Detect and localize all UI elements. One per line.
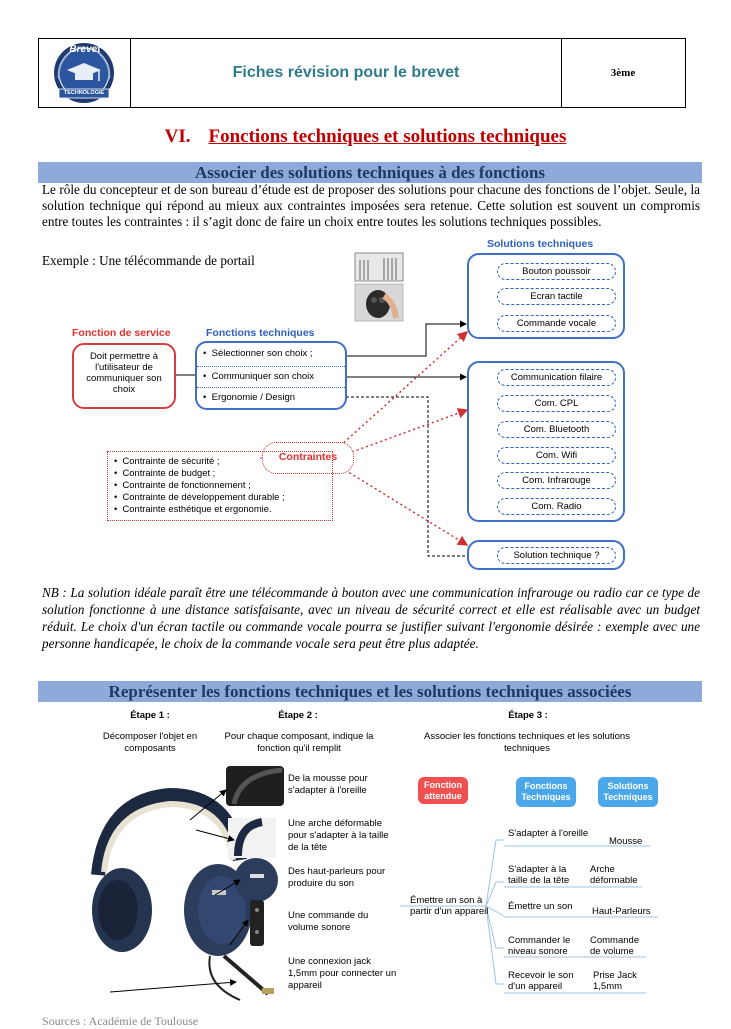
step-2-desc: Pour chaque composant, indique la foncti… — [224, 731, 374, 754]
map-st-4: Commande de volume — [590, 935, 640, 957]
contrainte-text: Contrainte esthétique et ergonomie. — [122, 503, 272, 514]
step-3-desc: Associer les fonctions techniques et les… — [424, 731, 630, 754]
headphones-illustration — [91, 766, 284, 1001]
mindmap-connectors — [400, 839, 658, 994]
solution-ecran-tactile: Ecran tactile — [497, 288, 616, 305]
map-ft-4: Commander le niveau sonore — [508, 935, 571, 957]
solution-com-filaire: Communication filaire — [497, 369, 616, 386]
ft-item-2: • Communiquer son choix — [203, 371, 315, 382]
solutions-techniques-label: Solutions techniques — [487, 238, 594, 250]
step-3-title: Étape 3 : — [508, 710, 548, 721]
logo-text-top: Brevet — [69, 44, 101, 55]
contrainte-item: • Contrainte de budget ; — [114, 467, 216, 478]
ft-item-1: • Sélectionner son choix ; — [203, 348, 313, 359]
map-header-fonction: Fonction attendue — [418, 777, 468, 804]
contraintes-items: • Contrainte de sécurité ; • Contrainte … — [114, 455, 285, 515]
ft-item-2-text: Communiquer son choix — [211, 371, 315, 382]
solution-bouton-poussoir: Bouton poussoir — [497, 263, 616, 280]
fonction-service-box: Doit permettre à l'utilisateur de commun… — [72, 343, 176, 409]
map-ft-5: Recevoir le son d'un appareil — [508, 970, 574, 992]
contraintes-bubble: Contraintes — [262, 442, 354, 474]
solution-com-infrarouge: Com. Infrarouge — [497, 472, 616, 489]
band-part2: Représenter les fonctions techniques et … — [38, 681, 702, 702]
source-credit: Sources : Académie de Toulouse — [42, 1014, 199, 1028]
fonction-service-label: Fonction de service — [72, 327, 171, 339]
contraintes-list: • Contrainte de sécurité ; • Contrainte … — [107, 451, 333, 521]
map-header-techniques: Fonctions Techniques — [516, 777, 576, 807]
section-number: VI. — [164, 126, 191, 147]
component-2: Une arche déformable pour s'adapter à la… — [288, 818, 389, 853]
solution-question: Solution technique ? — [497, 547, 616, 564]
logo-cell: Brevet TECHNOLOGIE — [39, 39, 131, 107]
fonction-service-text: Doit permettre à l'utilisateur de commun… — [86, 351, 162, 395]
component-3: Des haut-parleurs pour produire du son — [288, 866, 386, 889]
band-part1: Associer des solutions techniques à des … — [38, 162, 702, 183]
component-5: Une connexion jack 1,5mm pour connecter … — [288, 956, 397, 991]
contrainte-item: • Contrainte de sécurité ; — [114, 455, 220, 466]
step-1-desc: Décomposer l'objet en composants — [102, 731, 198, 754]
solution-com-cpl: Com. CPL — [497, 395, 616, 412]
map-ft-3: Émettre un son — [508, 901, 573, 912]
fonctions-techniques-box: • Sélectionner son choix ; • Communiquer… — [195, 341, 347, 410]
intro-paragraph: Le rôle du concepteur et de son bureau d… — [42, 182, 700, 229]
fonctions-techniques-label: Fonctions techniques — [206, 327, 315, 339]
contraintes-label: Contraintes — [278, 451, 338, 463]
contrainte-item: • Contrainte de développement durable ; — [114, 491, 285, 502]
solution-com-wifi: Com. Wifi — [497, 447, 616, 464]
brevet-logo — [54, 43, 114, 103]
solution-commande-vocale: Commande vocale — [497, 315, 616, 332]
contrainte-item: • Contrainte de fonctionnement ; — [114, 479, 251, 490]
map-st-1: Mousse — [609, 836, 643, 847]
remote-control-image — [354, 252, 404, 322]
component-4: Une commande du volume sonore — [288, 910, 369, 933]
ft-item-3: • Ergonomie / Design — [203, 392, 296, 403]
level-label: 3ème — [610, 67, 636, 79]
map-st-2: Arche déformable — [590, 864, 638, 886]
map-ft-2: S'adapter à la taille de la tête — [508, 864, 570, 886]
solution-com-bluetooth: Com. Bluetooth — [497, 421, 616, 438]
ft-item-3-text: Ergonomie / Design — [211, 392, 296, 403]
section-title-text: Fonctions techniques et solutions techni… — [208, 126, 567, 147]
map-header-solutions: Solutions Techniques — [598, 777, 658, 807]
map-ft-1: S'adapter à l'oreille — [508, 828, 589, 839]
header-title: Fiches révision pour le brevet — [232, 64, 460, 81]
section-title: VI. Fonctions techniques et solutions tec… — [0, 126, 731, 148]
contrainte-text: Contrainte de budget ; — [122, 467, 216, 478]
step-2-title: Étape 2 : — [278, 710, 318, 721]
ft-item-1-text: Sélectionner son choix ; — [211, 348, 313, 359]
nb-paragraph: NB : La solution idéale paraît être une … — [42, 585, 700, 651]
level-cell: 3ème — [561, 39, 685, 107]
header-table: Brevet TECHNOLOGIE Fiches révision pour … — [38, 38, 686, 108]
step-1-title: Étape 1 : — [130, 710, 170, 721]
solution-com-radio: Com. Radio — [497, 498, 616, 515]
remote-control-icon — [354, 252, 404, 322]
contrainte-text: Contrainte de fonctionnement ; — [122, 479, 251, 490]
contrainte-text: Contrainte de sécurité ; — [122, 455, 220, 466]
map-root: Émettre un son à partir d'un appareil — [410, 895, 489, 917]
ft-divider-1 — [197, 366, 345, 367]
component-1: De la mousse pour s'adapter à l'oreille — [288, 773, 368, 796]
map-st-3: Haut-Parleurs — [592, 906, 651, 917]
solutions-group-2 — [467, 361, 625, 522]
map-st-5: Prise Jack 1,5mm — [593, 970, 637, 992]
ft-divider-2 — [197, 387, 345, 388]
contrainte-item: • Contrainte esthétique et ergonomie. — [114, 503, 272, 514]
contrainte-text: Contrainte de développement durable ; — [122, 491, 285, 502]
logo-text-bottom: TECHNOLOGIE — [63, 90, 105, 96]
example-label: Exemple : Une télécommande de portail — [42, 253, 255, 268]
